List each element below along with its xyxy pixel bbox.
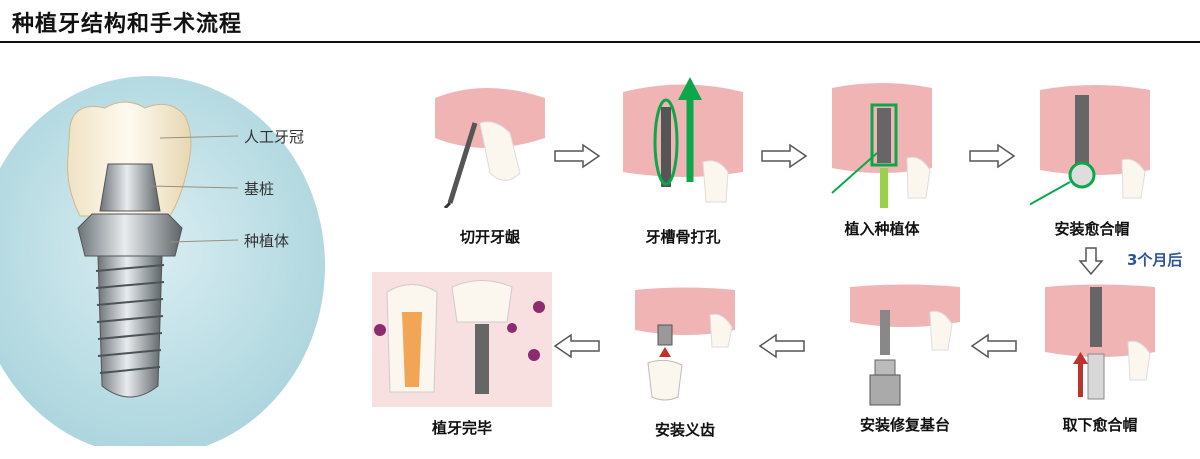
arrow-left-icon [758, 333, 805, 359]
leader-abutment [149, 185, 239, 189]
step-label: 安装义齿 [654, 421, 715, 439]
implant-crown [451, 280, 513, 323]
red-up-arrow-icon [659, 347, 671, 357]
healing-cap-icon [1087, 353, 1105, 400]
implant-collar [77, 213, 183, 257]
step-remove-healing-cap: 取下愈合帽 [1040, 282, 1160, 452]
step-label: 取下愈合帽 [1062, 416, 1138, 434]
gum-shape [1040, 85, 1150, 175]
scalpel-icon [447, 122, 478, 204]
annotation-dot [507, 323, 517, 333]
implant-icon [877, 108, 891, 163]
drill-bit-icon [661, 107, 671, 187]
tooth-shape [1127, 340, 1151, 381]
gum-shape [635, 287, 735, 335]
pointer-line [831, 152, 878, 194]
tooth-shape [479, 121, 521, 181]
wait-period-label: 3个月后 [1127, 251, 1183, 269]
abutment-icon [880, 310, 890, 355]
annotation-dot [374, 324, 386, 336]
implant-structure-illustration [0, 76, 325, 456]
cut-gum-illustration [435, 88, 545, 208]
denture-crown-icon [647, 359, 683, 401]
implant-screw [475, 324, 489, 394]
arrow-left-icon [553, 333, 600, 359]
step-cut-gum: 切开牙龈 [425, 78, 555, 248]
gum-shape [623, 84, 743, 177]
drill-bone-illustration [623, 77, 743, 203]
step-place-implant: 植入种植体 [822, 78, 942, 248]
label-crown: 人工牙冠 [244, 128, 305, 146]
tooth-shape [709, 313, 733, 348]
complete-illustration [372, 272, 552, 407]
step-label: 切开牙龈 [459, 228, 520, 246]
red-up-arrow-icon [1078, 362, 1083, 397]
leader-crown [159, 135, 239, 139]
annotation-dot [533, 301, 545, 313]
remove-healing-cap-illustration [1045, 284, 1155, 400]
annotation-dot [528, 349, 540, 361]
page-title: 种植牙结构和手术流程 [12, 11, 243, 37]
arrow-right-icon [761, 143, 808, 169]
implant-screw [97, 255, 163, 398]
step-complete: 植牙完毕 [372, 272, 552, 447]
step-label: 安装愈合帽 [1054, 220, 1130, 238]
tooth-shape [906, 156, 931, 199]
arrow-left-icon [970, 333, 1017, 359]
arrow-right-icon [554, 143, 601, 169]
abutment-icon [657, 324, 673, 346]
healing-cap-icon [1068, 161, 1096, 189]
step-drill-bone: 牙槽骨打孔 [618, 72, 748, 248]
tooth-shape [702, 160, 729, 203]
leader-implant [169, 239, 239, 243]
tooth-shape [929, 310, 953, 351]
abutment-shape [99, 163, 161, 212]
step-install-abutment: 安装修复基台 [845, 282, 965, 452]
step-install-healing-cap: 安装愈合帽 [1030, 80, 1160, 248]
highlight-ellipse [653, 98, 679, 186]
tooth-shape [1121, 158, 1146, 199]
step-label: 牙槽骨打孔 [645, 228, 721, 246]
gum-shape [435, 88, 545, 148]
crown-shape [67, 101, 192, 217]
driver-icon [880, 168, 888, 208]
implant-icon [1090, 287, 1102, 347]
implant-icon [1075, 95, 1089, 165]
step-label: 植入种植体 [844, 220, 920, 238]
step-label: 安装修复基台 [859, 416, 950, 434]
pointer-line [1030, 181, 1071, 206]
install-abutment-illustration [850, 284, 960, 406]
highlight-box [870, 103, 898, 167]
implant-structure-diagram: 人工牙冠 基桩 种植体 [0, 56, 330, 456]
step-install-denture: 安装义齿 [630, 285, 740, 450]
install-healing-cap-illustration [1030, 85, 1150, 206]
screw-threads [95, 264, 165, 374]
label-abutment: 基桩 [244, 180, 275, 198]
step-label: 植牙完毕 [431, 419, 492, 437]
place-implant-illustration [831, 83, 932, 208]
title-divider [0, 41, 1200, 43]
arrow-down-icon [1078, 247, 1104, 276]
arrow-right-icon [969, 143, 1016, 169]
install-denture-illustration [635, 287, 735, 401]
label-implant: 种植体 [244, 232, 290, 250]
wrench-icon [869, 374, 901, 406]
tooth-pulp [402, 312, 422, 387]
